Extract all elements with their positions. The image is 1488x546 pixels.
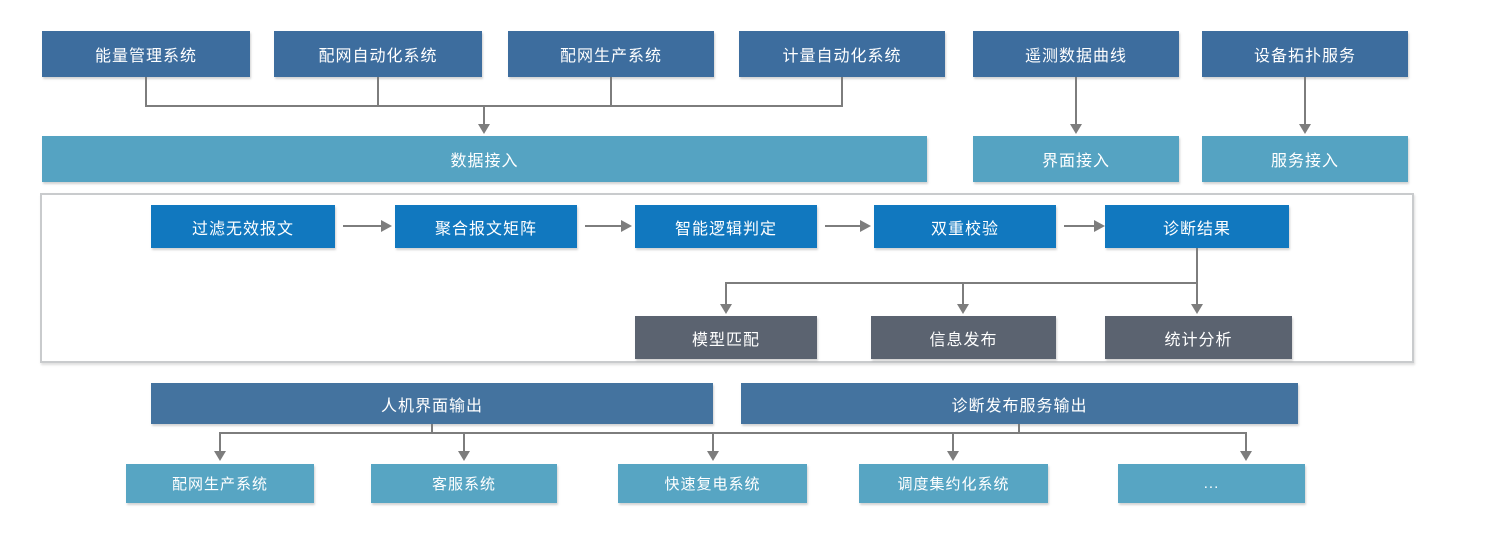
arrow-down-icon (478, 124, 490, 134)
node-customer-service-system: 客服系统 (371, 464, 557, 503)
arrow-down-icon (1299, 124, 1311, 134)
connector-line (725, 282, 727, 304)
arrow-down-icon (214, 451, 226, 461)
node-diagnosis-result: 诊断结果 (1105, 205, 1289, 248)
arrow-right-icon (860, 220, 871, 232)
connector-line (145, 105, 843, 107)
node-dispatch-centralization-system: 调度集约化系统 (859, 464, 1048, 503)
node-distribution-automation-system: 配网自动化系统 (274, 31, 482, 77)
connector-line (825, 225, 860, 227)
node-distribution-production-system: 配网生产系统 (508, 31, 714, 77)
connector-line (585, 225, 621, 227)
node-filter-invalid-messages: 过滤无效报文 (151, 205, 335, 248)
arrow-down-icon (707, 451, 719, 461)
node-service-access: 服务接入 (1202, 136, 1408, 182)
arrow-right-icon (621, 220, 632, 232)
node-statistical-analysis: 统计分析 (1105, 316, 1292, 359)
node-metering-automation-system: 计量自动化系统 (739, 31, 945, 77)
connector-line (1245, 432, 1247, 451)
arrow-right-icon (1094, 220, 1105, 232)
node-info-publishing: 信息发布 (871, 316, 1056, 359)
connector-line (952, 432, 954, 451)
connector-line (1064, 225, 1094, 227)
arrow-down-icon (1191, 304, 1203, 314)
arrow-down-icon (458, 451, 470, 461)
node-aggregate-message-matrix: 聚合报文矩阵 (395, 205, 577, 248)
node-energy-mgmt-system: 能量管理系统 (42, 31, 250, 77)
node-ui-access: 界面接入 (973, 136, 1179, 182)
connector-line (712, 432, 714, 451)
connector-line (1196, 248, 1198, 304)
arrow-right-icon (381, 220, 392, 232)
connector-line (610, 77, 612, 106)
connector-line (841, 77, 843, 106)
node-rapid-power-restoration-system: 快速复电系统 (618, 464, 807, 503)
node-intelligent-logic-judgment: 智能逻辑判定 (635, 205, 817, 248)
node-data-access: 数据接入 (42, 136, 927, 182)
node-telemetry-data-curve: 遥测数据曲线 (973, 31, 1179, 77)
node-device-topology-service: 设备拓扑服务 (1202, 31, 1408, 77)
connector-line (145, 77, 147, 106)
arrow-down-icon (947, 451, 959, 461)
arrow-down-icon (1070, 124, 1082, 134)
connector-line (483, 105, 485, 124)
arrow-down-icon (720, 304, 732, 314)
connector-line (1075, 77, 1077, 124)
connector-line (377, 77, 379, 106)
node-double-verification: 双重校验 (874, 205, 1056, 248)
connector-line (463, 432, 465, 451)
arrow-down-icon (957, 304, 969, 314)
node-model-matching: 模型匹配 (635, 316, 817, 359)
connector-line (219, 432, 1247, 434)
node-hmi-output: 人机界面输出 (151, 383, 713, 424)
connector-line (1018, 424, 1020, 433)
arrow-down-icon (1240, 451, 1252, 461)
connector-line (1304, 77, 1306, 124)
connector-line (343, 225, 381, 227)
connector-line (219, 432, 221, 451)
node-diagnosis-publish-service-output: 诊断发布服务输出 (741, 383, 1298, 424)
node-ellipsis-more-systems: ... (1118, 464, 1305, 503)
node-distribution-production-system-consumer: 配网生产系统 (126, 464, 314, 503)
connector-line (431, 424, 433, 433)
connector-line (962, 282, 964, 304)
